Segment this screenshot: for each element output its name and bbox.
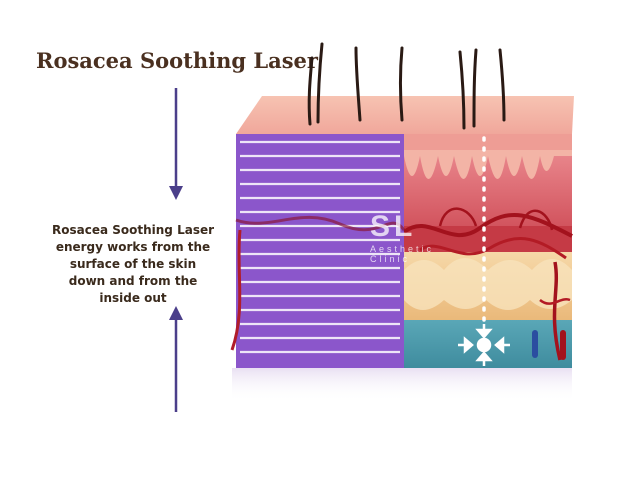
page-title: Rosacea Soothing Laser (36, 48, 318, 73)
blood-vessel (560, 330, 566, 360)
blood-vessel (438, 207, 478, 227)
blood-vessel (419, 237, 567, 260)
watermark-subtext: Aesthetic Clinic (370, 244, 435, 264)
laser-overlay (236, 134, 404, 368)
hair-strands (307, 42, 506, 130)
blood-vessel (235, 215, 406, 232)
blood-vessel (539, 298, 571, 305)
blood-vessel (532, 330, 538, 358)
reflection (232, 368, 572, 402)
arrow-up-icon (169, 306, 183, 412)
arrow-down-icon (169, 88, 183, 200)
dermal-papillae (404, 150, 572, 179)
blood-vessel (230, 229, 242, 351)
fat-lobules (404, 258, 572, 310)
blood-vessel (518, 209, 554, 231)
skin-surface (236, 96, 574, 134)
laser-scan-lines (240, 140, 400, 354)
blood-vessel (402, 213, 573, 238)
caption-text: Rosacea Soothing Laser energy works from… (51, 223, 215, 305)
watermark-letters: SL (370, 210, 417, 243)
watermark-logo: SL Aesthetic Clinic (370, 210, 440, 265)
focus-arrows-icon (458, 324, 510, 366)
